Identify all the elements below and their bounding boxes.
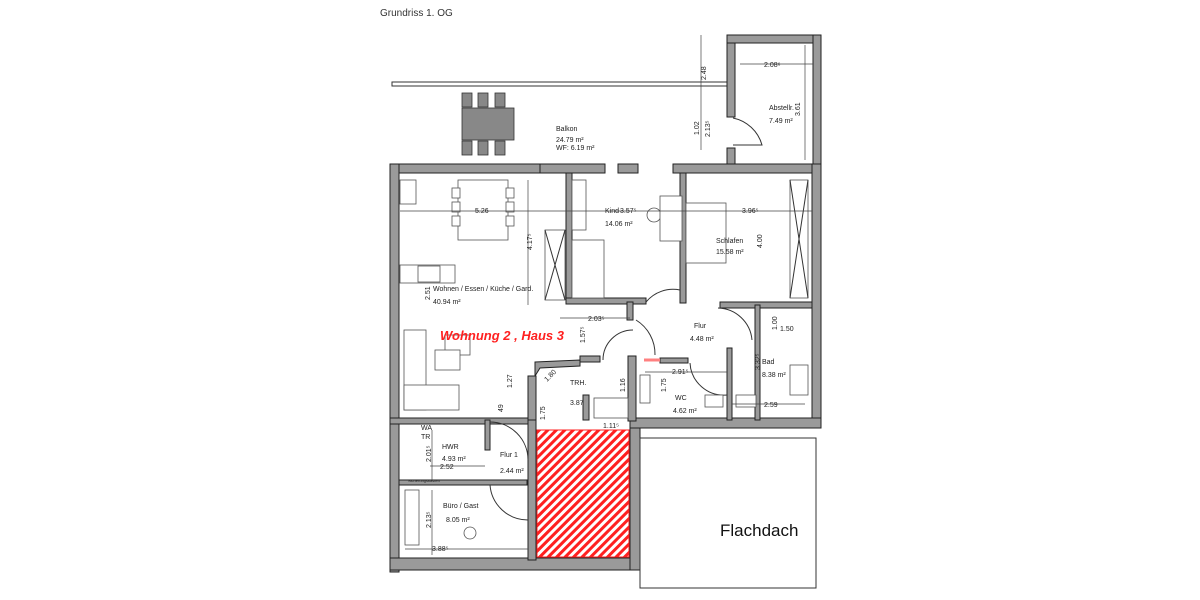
svg-text:1.80: 1.80 (543, 369, 558, 384)
svg-text:Abstellr.: Abstellr. (769, 105, 794, 112)
svg-text:Balkon: Balkon (556, 126, 578, 133)
svg-text:4.62 m²: 4.62 m² (673, 408, 697, 415)
stairs (593, 397, 629, 419)
svg-text:Flur: Flur (694, 323, 707, 330)
balcony-table (461, 107, 515, 141)
svg-text:1.50: 1.50 (780, 326, 794, 333)
svg-text:3.88⁵: 3.88⁵ (432, 546, 449, 553)
svg-text:Flur 1: Flur 1 (500, 452, 518, 459)
balcony (391, 35, 729, 156)
labels: Balkon 24.79 m² WF: 6.19 m² Abstellr. 7.… (408, 62, 802, 553)
svg-text:2.01⁵: 2.01⁵ (426, 445, 433, 462)
svg-text:3.61: 3.61 (795, 102, 802, 116)
svg-text:24.79 m²: 24.79 m² (556, 137, 584, 144)
apartment-label: Wohnung 2 , Haus 3 (440, 328, 565, 343)
svg-text:3.87: 3.87 (570, 400, 584, 407)
svg-text:4.93 m²: 4.93 m² (442, 456, 466, 463)
svg-text:2.52: 2.52 (440, 464, 454, 471)
svg-text:5.26: 5.26 (475, 208, 489, 215)
svg-text:15.58 m²: 15.58 m² (716, 249, 744, 256)
svg-text:1.00: 1.00 (772, 316, 779, 330)
svg-text:2.51: 2.51 (425, 286, 432, 300)
svg-text:1.75: 1.75 (540, 406, 547, 420)
flat-roof-label: Flachdach (720, 521, 798, 540)
svg-text:HWR: HWR (442, 444, 459, 451)
svg-text:Wohnen / Essen / Küche / Gard.: Wohnen / Essen / Küche / Gard. (433, 286, 533, 293)
svg-text:4.17⁵: 4.17⁵ (527, 233, 534, 250)
svg-text:1.57⁵: 1.57⁵ (580, 326, 587, 343)
svg-text:TRH.: TRH. (570, 380, 586, 387)
svg-text:40.94 m²: 40.94 m² (433, 299, 461, 306)
svg-text:Bad: Bad (762, 359, 775, 366)
svg-text:1.16: 1.16 (620, 378, 627, 392)
svg-text:WA: WA (421, 425, 432, 432)
svg-text:2.03⁵: 2.03⁵ (588, 316, 605, 323)
svg-text:4.48 m²: 4.48 m² (690, 336, 714, 343)
svg-text:WF: 6.19 m²: WF: 6.19 m² (556, 145, 595, 152)
svg-text:2.13⁵: 2.13⁵ (426, 511, 433, 528)
svg-text:1.75: 1.75 (661, 378, 668, 392)
plan-title: Grundriss 1. OG (380, 8, 453, 19)
svg-text:2.59: 2.59 (764, 402, 778, 409)
svg-text:1.27: 1.27 (507, 374, 514, 388)
svg-text:2.48: 2.48 (701, 66, 708, 80)
svg-text:Sicherungskasten: Sicherungskasten (408, 478, 440, 483)
svg-text:4.00: 4.00 (757, 234, 764, 248)
svg-text:1.02: 1.02 (694, 121, 701, 135)
svg-text:8.05 m²: 8.05 m² (446, 517, 470, 524)
svg-text:3.57⁵: 3.57⁵ (620, 208, 637, 215)
svg-text:3.32⁵: 3.32⁵ (755, 353, 762, 370)
svg-text:8.38 m²: 8.38 m² (762, 372, 786, 379)
svg-text:2.44 m²: 2.44 m² (500, 468, 524, 475)
doors (489, 288, 753, 521)
void-hatched-area (536, 429, 630, 558)
dimension-lines (400, 180, 812, 555)
furniture (399, 179, 809, 546)
svg-text:TR: TR (421, 434, 430, 441)
svg-text:2.13⁵: 2.13⁵ (705, 120, 712, 137)
svg-text:Büro / Gast: Büro / Gast (443, 503, 478, 510)
svg-text:2.91⁵: 2.91⁵ (672, 369, 689, 376)
svg-text:14.06 m²: 14.06 m² (605, 221, 633, 228)
svg-text:7.49 m²: 7.49 m² (769, 118, 793, 125)
svg-text:Kind: Kind (605, 208, 619, 215)
flat-roof-outline (639, 437, 817, 589)
svg-text:49: 49 (498, 404, 505, 412)
outer-walls (389, 163, 822, 589)
svg-text:3.96⁵: 3.96⁵ (742, 208, 759, 215)
svg-text:2.08⁶: 2.08⁶ (764, 62, 781, 69)
svg-text:Schlafen: Schlafen (716, 238, 743, 245)
svg-text:WC: WC (675, 395, 687, 402)
svg-text:1.11⁵: 1.11⁵ (603, 423, 619, 430)
storage-walls (726, 34, 822, 169)
